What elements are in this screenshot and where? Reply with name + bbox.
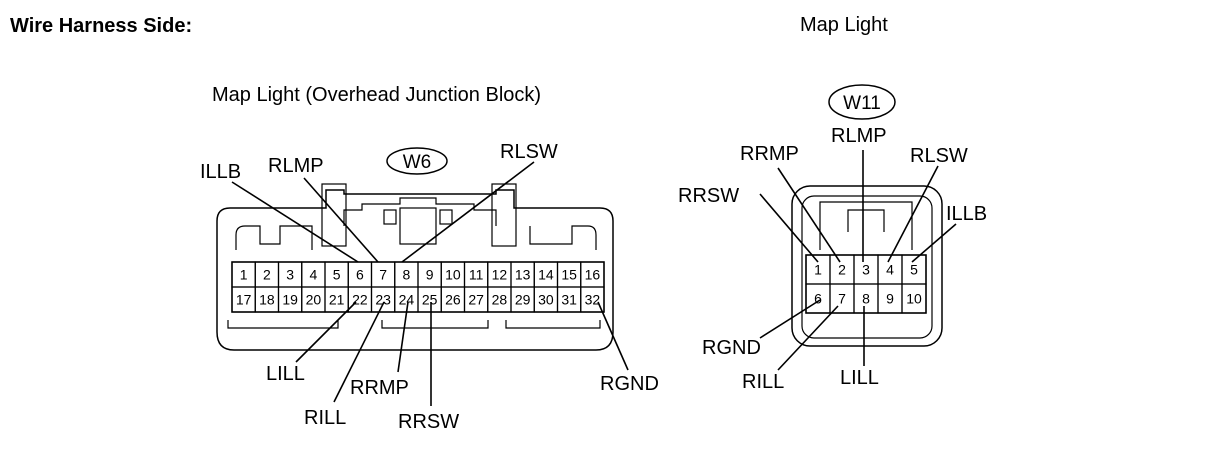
w6-pin-2: 2 [263,267,271,283]
w6-pin-21: 21 [329,292,345,308]
label-w11-rlmp: RLMP [831,125,887,147]
connector-w11-housing [791,185,943,347]
w6-pin-3: 3 [286,267,294,283]
label-w11-rill: RILL [742,371,784,393]
label-w6-rlsw: RLSW [500,141,558,163]
page-heading: Wire Harness Side: [10,15,192,37]
label-w6-rill: RILL [304,407,346,429]
w6-pin-20: 20 [306,292,322,308]
w6-pin-5: 5 [333,267,341,283]
connector-w6-slot-2 [439,209,453,225]
connector-w11-id: W11 [843,93,881,114]
leader-w6-lill [295,301,357,363]
label-w6-rlmp: RLMP [268,155,324,177]
connector-w6-key [399,207,437,245]
label-w11-illb: ILLB [946,203,987,225]
w6-pin-14: 14 [538,267,554,283]
leader-w6-rlmp [303,177,379,263]
connector-w11-leaders [759,150,957,371]
w6-pin-24: 24 [399,292,415,308]
w11-pin-1: 1 [814,262,822,278]
leader-w6-rgnd [597,301,629,371]
label-w6-rgnd: RGND [600,373,659,395]
connector-w6-leaders [231,161,629,406]
connector-w11-key [819,201,913,250]
w6-pin-4: 4 [309,267,317,283]
label-w6-rrsw: RRSW [398,411,459,433]
w6-pin-27: 27 [468,292,484,308]
leader-w11-rrsw [759,193,819,263]
w6-pin-26: 26 [445,292,461,308]
w6-pin-22: 22 [352,292,368,308]
w6-pin-31: 31 [561,292,577,308]
w11-pin-3: 3 [862,262,870,278]
w11-pin-4: 4 [886,262,894,278]
w6-pin-17: 17 [236,292,252,308]
connector-w6-slot-1 [383,209,397,225]
w6-pin-1: 1 [240,267,248,283]
w6-pin-7: 7 [379,267,387,283]
connector-w6-bottom-ribs [227,320,601,329]
connector-w6-id: W6 [403,152,432,173]
w11-pin-6: 6 [814,291,822,307]
leader-w6-rlsw [401,161,535,263]
connector-w11-inner [801,195,933,339]
w6-pin-25: 25 [422,292,438,308]
connector-w6: Map Light (Overhead Junction Block) W6 1… [200,84,659,433]
leader-w6-rill [333,301,385,403]
label-w11-lill: LILL [840,367,879,389]
w11-pin-9: 9 [886,291,894,307]
connector-w6-id-ellipse [386,147,448,175]
label-w11-rrsw: RRSW [678,185,739,207]
leader-w11-rill [777,305,839,371]
w6-pin-15: 15 [561,267,577,283]
w11-pin-5: 5 [910,262,918,278]
label-w11-rlsw: RLSW [910,145,968,167]
label-w11-rgnd: RGND [702,337,761,359]
leader-w11-illb [911,223,957,263]
connector-w6-inner-frame [235,197,597,250]
connector-w6-housing [216,189,614,351]
w6-pin-6: 6 [356,267,364,283]
w6-pin-30: 30 [538,292,554,308]
w6-pin-29: 29 [515,292,531,308]
w6-cell [580,286,605,313]
leader-w6-rrmp [397,301,409,373]
w6-pin-12: 12 [492,267,508,283]
w6-pin-18: 18 [259,292,275,308]
w6-pin-16: 16 [585,267,601,283]
w11-pin-10: 10 [906,291,922,307]
connector-w11-id-ellipse [828,84,896,120]
w11-pin-2: 2 [838,262,846,278]
w11-pin-8: 8 [862,291,870,307]
w6-pin-13: 13 [515,267,531,283]
leader-w6-illb [231,181,359,263]
w6-pin-11: 11 [469,267,484,283]
w6-pin-9: 9 [426,267,434,283]
w11-pin-7: 7 [838,291,846,307]
label-w6-rrmp: RRMP [350,377,409,399]
connector-w6-title: Map Light (Overhead Junction Block) [212,84,541,106]
leader-w11-rrmp [777,167,841,263]
w6-pin-10: 10 [445,267,461,283]
leader-w11-rgnd [759,299,821,339]
w6-pin-28: 28 [492,292,508,308]
label-w11-rrmp: RRMP [740,143,799,165]
w6-pin-8: 8 [402,267,410,283]
leader-w11-rlsw [887,165,939,263]
w11-cell [901,283,927,314]
label-w6-illb: ILLB [200,161,241,183]
w6-pin-19: 19 [282,292,298,308]
w6-pin-23: 23 [375,292,391,308]
label-w6-lill: LILL [266,363,305,385]
w6-pin-32: 32 [585,292,601,308]
connector-w11-title: Map Light [800,14,888,36]
